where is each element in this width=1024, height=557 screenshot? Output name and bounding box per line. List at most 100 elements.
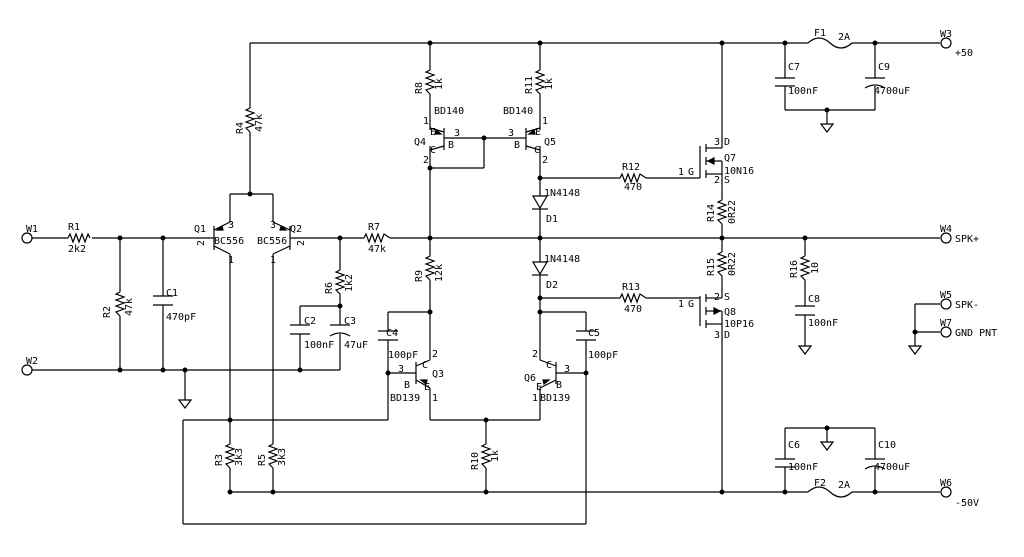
q3-b: B <box>404 380 410 391</box>
r8-ref: R8 <box>414 82 425 94</box>
r6-ref: R6 <box>324 282 335 294</box>
q8-pin3: 3 <box>714 330 720 341</box>
q3-pin3: 3 <box>398 364 404 375</box>
resistor-labels: R1 2k2 R2 47k R4 47k R3 3k3 R5 3k3 R6 1k… <box>68 76 821 470</box>
c7-value: 100nF <box>788 86 818 97</box>
q8-s: S <box>724 292 730 303</box>
ground-icon <box>907 345 923 355</box>
port-w1[interactable] <box>21 232 33 244</box>
q3-pin2: 2 <box>432 349 438 360</box>
resistor-r16 <box>799 255 811 281</box>
diode-labels: 1N4148 D1 1N4148 D2 <box>544 188 580 291</box>
q7-d: D <box>724 137 730 148</box>
r14-value: 0R22 <box>727 200 738 224</box>
transistor-q1 <box>213 221 231 255</box>
wires <box>32 42 940 525</box>
c7-ref: C7 <box>788 62 800 73</box>
port-w7[interactable] <box>940 326 952 338</box>
r4-value: 47k <box>254 114 265 132</box>
resistor-r3 <box>224 443 236 469</box>
resistor-r13 <box>619 292 647 304</box>
transistor-labels: Q1 BC556 3 2 1 Q2 BC556 3 2 1 BD140 Q4 1… <box>194 106 754 404</box>
fuses <box>807 37 853 498</box>
port-w5-label: W5 <box>940 290 952 301</box>
capacitor-c1 <box>153 295 173 306</box>
port-w7-label: W7 <box>940 318 952 329</box>
port-w4[interactable] <box>940 232 952 244</box>
capacitors <box>153 77 886 470</box>
d2-part: 1N4148 <box>544 254 580 265</box>
q3-ref: Q3 <box>432 369 444 380</box>
c5-value: 100pF <box>588 350 618 361</box>
c4-ref: C4 <box>386 328 398 339</box>
gnd-pnt-label: GND PNT <box>955 328 997 339</box>
q2-ref: Q2 <box>290 224 302 235</box>
q2-pin3: 3 <box>270 220 276 231</box>
capacitor-c4 <box>378 330 398 341</box>
port-w3-label: W3 <box>940 29 952 40</box>
q7-g: G <box>688 167 694 178</box>
q8-ref: Q8 <box>724 307 736 318</box>
fuse-f2 <box>807 486 853 498</box>
fuse-labels: F1 2A F2 2A <box>814 28 850 491</box>
port-w5[interactable] <box>940 298 952 310</box>
transistor-q3 <box>415 359 431 389</box>
port-w2[interactable] <box>21 364 33 376</box>
r11-value: 1k <box>544 78 555 90</box>
spk-minus-label: SPK- <box>955 300 979 311</box>
grounds <box>177 123 923 451</box>
resistor-r11 <box>534 69 546 95</box>
rail-plus-label: +50 <box>955 48 973 59</box>
q6-e: E <box>536 382 542 393</box>
r10-value: 1k <box>490 450 501 462</box>
port-w1-label: W1 <box>26 224 38 235</box>
q4-ref: Q4 <box>414 137 426 148</box>
c8-value: 100nF <box>808 318 838 329</box>
r5-ref: R5 <box>257 454 268 466</box>
resistor-r9 <box>424 255 436 281</box>
resistor-r5 <box>267 443 279 469</box>
q6-ref: Q6 <box>524 373 536 384</box>
resistor-r15 <box>716 251 728 277</box>
r9-value: 12k <box>434 264 445 282</box>
r8-value: 1k <box>434 78 445 90</box>
r11-ref: R11 <box>524 76 535 94</box>
q5-pin3: 3 <box>508 128 514 139</box>
q5-part: BD140 <box>503 106 533 117</box>
transistor-q6 <box>539 359 557 389</box>
r2-value: 47k <box>124 298 135 316</box>
r3-value: 3k3 <box>234 448 245 466</box>
q7-ref: Q7 <box>724 153 736 164</box>
c8-ref: C8 <box>808 294 820 305</box>
q7-s: S <box>724 175 730 186</box>
f1-rating: 2A <box>838 32 850 43</box>
transistor-q2 <box>272 221 291 255</box>
capacitor-c5 <box>576 330 596 341</box>
c3-ref: C3 <box>344 316 356 327</box>
f2-rating: 2A <box>838 480 850 491</box>
r16-ref: R16 <box>789 260 800 278</box>
q4-pin1: 1 <box>423 116 429 127</box>
q6-part: BD139 <box>540 393 570 404</box>
port-w2-label: W2 <box>26 356 38 367</box>
ground-icon <box>819 123 835 133</box>
resistor-r8 <box>424 69 436 95</box>
q5-pin2: 2 <box>542 155 548 166</box>
ground-icon <box>177 399 193 409</box>
transistor-q5 <box>514 127 541 151</box>
q8-pin1: 1 <box>678 299 684 310</box>
port-w3[interactable] <box>940 37 952 49</box>
capacitor-c8 <box>795 305 815 316</box>
fuse-f1 <box>807 37 853 49</box>
f1-ref: F1 <box>814 28 826 39</box>
q8-part: 10P16 <box>724 319 754 330</box>
resistor-r12 <box>619 172 647 184</box>
c2-ref: C2 <box>304 316 316 327</box>
q4-b: B <box>448 140 454 151</box>
q3-e: E <box>424 382 430 393</box>
ground-icon <box>797 345 813 355</box>
r15-ref: R15 <box>706 258 717 276</box>
port-w6[interactable] <box>940 486 952 498</box>
r7-ref: R7 <box>368 222 380 233</box>
r13-ref: R13 <box>622 282 640 293</box>
